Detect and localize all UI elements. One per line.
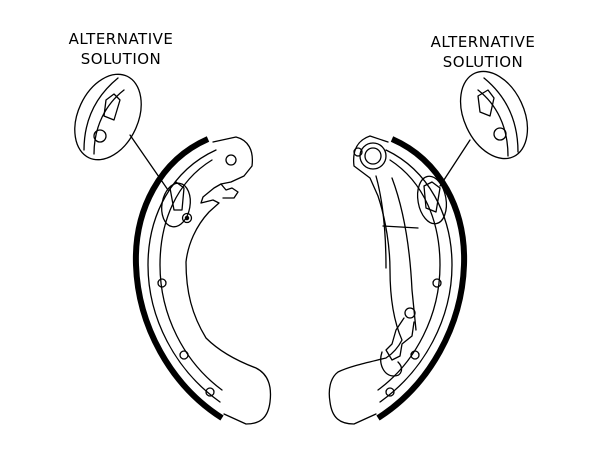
left-callout-detail-rim (83, 77, 119, 151)
right-shoe-web-cross (382, 225, 419, 229)
right-callout-label-line1: ALTERNATIVE (430, 33, 536, 51)
right-shoe-web-rib-1 (375, 175, 387, 269)
right-detail-marker (416, 175, 448, 225)
right-brake-shoe (328, 135, 468, 425)
right-callout (439, 70, 529, 187)
right-shoe-rim-slot (423, 181, 441, 213)
left-shoe-rivet-1 (157, 278, 167, 288)
right-shoe-rivet-low (385, 387, 395, 397)
left-shoe-hole-pin (181, 212, 193, 224)
right-shoe-spring-hook (380, 351, 403, 377)
right-shoe-lever (385, 317, 415, 361)
left-detail-marker (161, 182, 191, 228)
right-callout-slot (477, 89, 495, 117)
left-shoe-rivet-2 (179, 350, 189, 360)
right-shoe-hole-small (353, 147, 363, 157)
left-callout-detail-rim-2 (93, 89, 125, 155)
right-leader-line (439, 139, 471, 187)
left-leader-line (129, 134, 169, 191)
left-shoe-lining (132, 136, 224, 421)
left-shoe-web (185, 136, 272, 425)
right-shoe-rim-inner (377, 159, 441, 391)
left-shoe-rim-inner (159, 159, 223, 391)
right-callout-hole (493, 127, 507, 141)
right-callout-detail-rim-2 (477, 89, 509, 157)
right-shoe-lining (376, 136, 468, 421)
left-shoe-rim-slot (169, 181, 185, 211)
left-callout-ellipse (74, 73, 142, 161)
right-callout-label-line2: SOLUTION (442, 53, 524, 71)
right-callout-label: ALTERNATIVE SOLUTION (420, 32, 546, 72)
left-callout-slot (103, 93, 121, 121)
right-shoe-pivot-outer (359, 142, 387, 170)
right-shoe-web (328, 135, 403, 425)
left-callout-label: ALTERNATIVE SOLUTION (58, 29, 184, 69)
right-shoe-hole-low (410, 350, 420, 360)
left-shoe-hook (220, 183, 239, 199)
left-shoe-rivet-3 (205, 387, 215, 397)
right-shoe-hole-mid (432, 278, 442, 288)
left-shoe-hole-top (225, 154, 237, 166)
right-callout-detail-rim (483, 77, 519, 153)
right-callout-ellipse (459, 70, 529, 160)
left-shoe-rim-outer (147, 149, 221, 403)
right-shoe-rim-outer (379, 149, 453, 403)
left-callout-label-line2: SOLUTION (80, 50, 162, 68)
left-callout (74, 73, 169, 191)
right-shoe-web-rib-2 (391, 177, 417, 331)
left-callout-label-line1: ALTERNATIVE (68, 30, 174, 48)
right-shoe-pivot-inner (364, 147, 382, 165)
left-brake-shoe (132, 136, 272, 425)
left-callout-hole (93, 129, 107, 143)
right-shoe-lever-pin (404, 307, 416, 319)
